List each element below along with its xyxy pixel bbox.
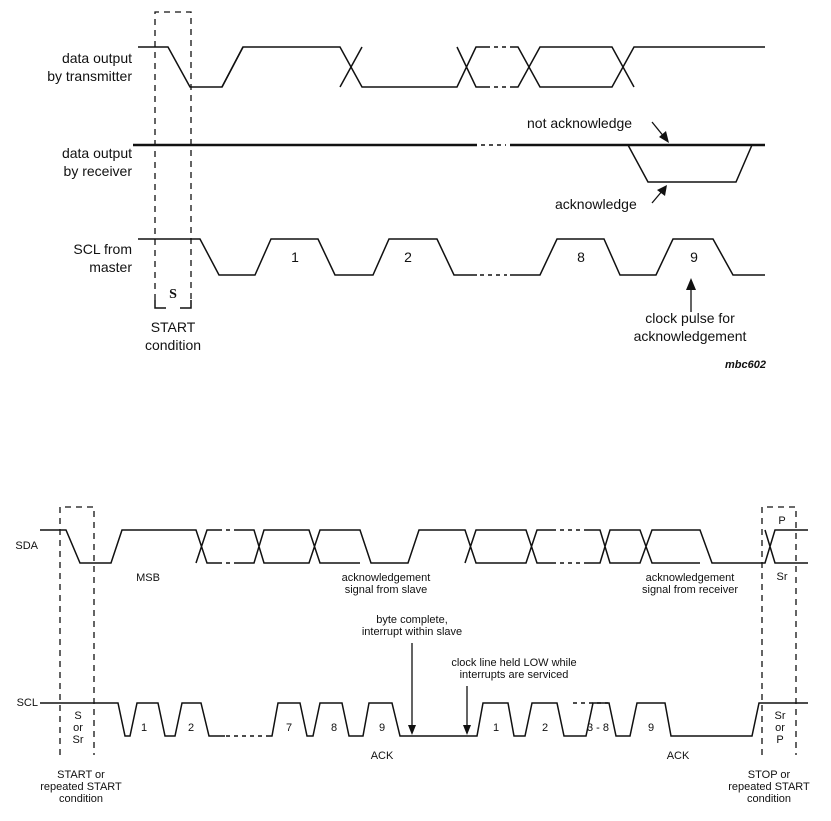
sda-gap-2 — [552, 529, 585, 564]
msb-label: MSB — [136, 572, 160, 584]
scl-num-2a: 2 — [188, 722, 194, 734]
scl-master-label-line1: SCL from — [73, 241, 132, 257]
scl-num-1b: 1 — [493, 722, 499, 734]
scl-num-8: 8 — [331, 722, 337, 734]
start-condition-line1: START — [151, 319, 196, 335]
scl-num-7: 7 — [286, 722, 292, 734]
clock-held-arrow-head — [463, 725, 471, 735]
ack-label-2: ACK — [667, 750, 690, 762]
not-ack-arrow-head — [659, 131, 669, 143]
right-stop-box — [761, 506, 797, 755]
start-or-repeated-line2: repeated START — [40, 781, 122, 793]
receiver-label-line1: data output — [62, 145, 132, 161]
start-or-repeated-line3: condition — [59, 793, 103, 805]
scl-num-9a: 9 — [379, 722, 385, 734]
clock-held-low-line1: clock line held LOW while — [451, 657, 576, 669]
start-condition-line2: condition — [145, 337, 201, 353]
transmitter-gap — [486, 46, 510, 88]
scl-waveform-b — [266, 702, 572, 737]
clock-number-8: 8 — [577, 249, 585, 265]
sda-waveform-b — [236, 529, 552, 564]
transmitter-crossing-1 — [339, 46, 363, 88]
scl-num-9b: 9 — [648, 722, 654, 734]
transmitter-label-line1: data output — [62, 50, 132, 66]
clock-number-1: 1 — [291, 249, 299, 265]
byte-complete-line1: byte complete, — [376, 614, 448, 626]
left-box-line3: Sr — [73, 734, 84, 746]
receiver-ack-dip — [627, 144, 753, 183]
transmitter-waveform-part1 — [138, 46, 486, 88]
clock-held-low-line2: interrupts are serviced — [460, 669, 569, 681]
right-box-sda-bottom: Sr — [777, 571, 788, 583]
clock-pulse-note-line1: clock pulse for — [645, 310, 735, 326]
start-box-label: S — [169, 287, 177, 302]
stop-or-repeated-line2: repeated START — [728, 781, 810, 793]
ack-slave-line2: signal from slave — [345, 584, 428, 596]
sda-label: SDA — [15, 540, 38, 552]
scl-num-2b: 2 — [542, 722, 548, 734]
byte-complete-line2: interrupt within slave — [362, 626, 462, 638]
transmitter-rise — [221, 46, 244, 88]
sda-waveform-a — [40, 529, 218, 564]
ack-slave-line1: acknowledgement — [342, 572, 431, 584]
start-or-repeated-line1: START or — [57, 769, 105, 781]
not-acknowledge-label: not acknowledge — [527, 115, 632, 131]
byte-complete-arrow-head — [408, 725, 416, 735]
clock-pulse-note-line2: acknowledgement — [634, 328, 747, 344]
figure-id: mbc602 — [725, 359, 766, 371]
scl-master-label-line2: master — [89, 259, 132, 275]
right-box-scl-line3: P — [776, 734, 783, 746]
scl-waveform-part2 — [510, 238, 765, 276]
left-box-line1: S — [74, 710, 81, 722]
right-box-scl-line1: Sr — [775, 710, 786, 722]
scl-label: SCL — [17, 697, 38, 709]
clock-number-2: 2 — [404, 249, 412, 265]
ack-receiver-line1: acknowledgement — [646, 572, 735, 584]
start-box-bracket — [154, 300, 192, 309]
right-box-sda-top: P — [778, 515, 785, 527]
clock-number-9: 9 — [690, 249, 698, 265]
transmitter-label-line2: by transmitter — [47, 68, 132, 84]
stop-or-repeated-line1: STOP or — [748, 769, 791, 781]
sda-gap-1 — [218, 529, 236, 564]
bottom-diagram: SDA SCL S or Sr START or repeated START … — [15, 506, 810, 805]
transmitter-waveform-part2 — [510, 46, 765, 88]
top-diagram: data output by transmitter data output b… — [47, 11, 766, 371]
left-start-box — [59, 506, 95, 755]
scl-num-1a: 1 — [141, 722, 147, 734]
clock-pulse-arrow-head — [686, 278, 696, 290]
scl-num-3-8: 3 - 8 — [587, 722, 609, 734]
left-box-line2: or — [73, 722, 83, 734]
ack-label-1: ACK — [371, 750, 394, 762]
ack-receiver-line2: signal from receiver — [642, 584, 738, 596]
right-box-scl-line2: or — [775, 722, 785, 734]
acknowledge-label: acknowledge — [555, 196, 637, 212]
scl-waveform-a — [40, 702, 225, 737]
scl-waveform-part1 — [138, 238, 477, 276]
ack-arrow-head — [657, 185, 667, 196]
receiver-label-line2: by receiver — [64, 163, 133, 179]
sda-waveform-c — [585, 529, 808, 564]
scl-waveform-c — [572, 702, 808, 737]
start-condition-box — [154, 11, 192, 300]
stop-or-repeated-line3: condition — [747, 793, 791, 805]
